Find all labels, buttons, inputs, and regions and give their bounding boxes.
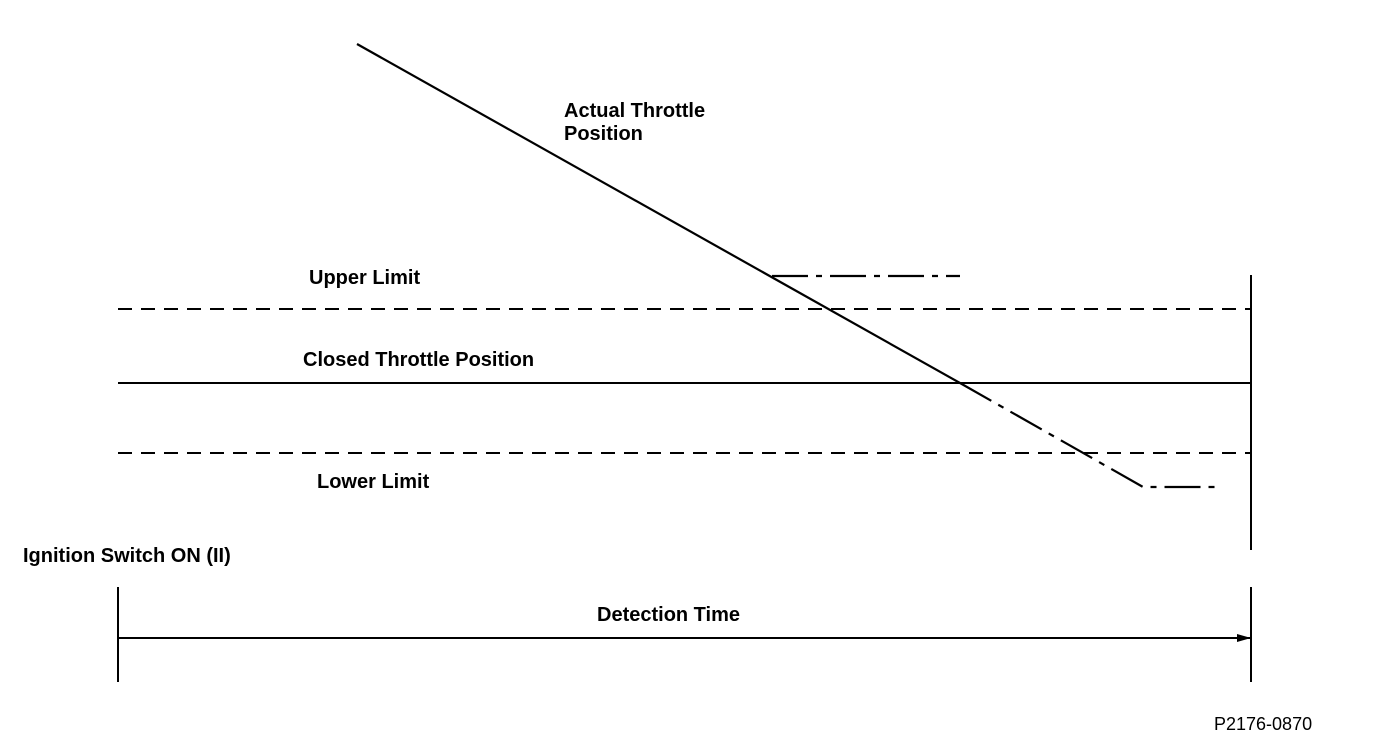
- actual-throttle-continuation-dashdot: [959, 382, 1220, 489]
- lower-limit-label: Lower Limit: [317, 471, 430, 493]
- detection-time-label: Detection Time: [597, 604, 740, 626]
- closed-throttle-label: Closed Throttle Position: [303, 349, 535, 371]
- ignition-switch-label: Ignition Switch ON (II): [23, 545, 231, 567]
- upper-limit-label: Upper Limit: [309, 267, 421, 289]
- actual-throttle-label-line2: Position: [564, 123, 643, 145]
- actual-throttle-label-line1: Actual Throttle: [564, 100, 706, 122]
- figure-code: P2176-0870: [1214, 714, 1313, 734]
- actual-throttle-line: [356, 43, 961, 384]
